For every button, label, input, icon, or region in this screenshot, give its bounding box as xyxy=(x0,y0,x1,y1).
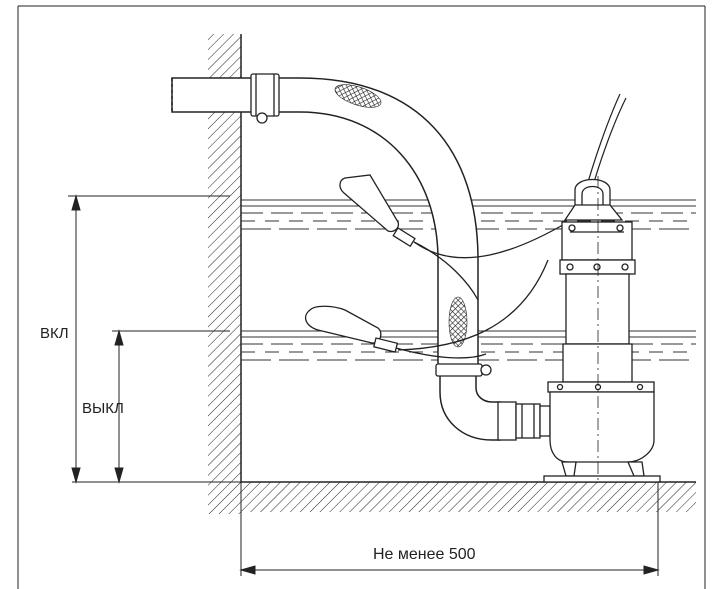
float-switch-high xyxy=(339,174,569,301)
dimension-off xyxy=(112,329,230,484)
frame xyxy=(17,5,706,589)
floor xyxy=(72,481,696,512)
dimension-on xyxy=(68,194,230,484)
wall xyxy=(208,34,242,514)
pipe-clamps xyxy=(250,73,492,377)
dimension-min-distance xyxy=(239,482,660,576)
on-level-label: ВКЛ xyxy=(40,325,69,342)
coupling xyxy=(497,401,551,441)
pipe-mesh-marks xyxy=(334,84,468,348)
min-distance-label: Не менее 500 xyxy=(373,546,476,563)
submersible-pump xyxy=(543,178,661,483)
off-level-label: ВЫКЛ xyxy=(82,400,124,417)
float-switch-low xyxy=(304,259,549,359)
